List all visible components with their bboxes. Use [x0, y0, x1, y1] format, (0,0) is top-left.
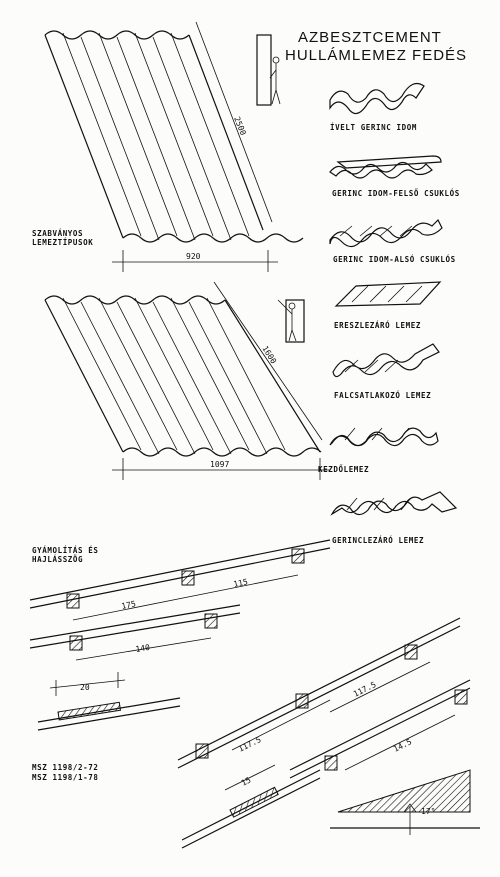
corrugated-sheet-top: [44, 21, 304, 243]
upper-dimension-b: 115: [233, 577, 249, 589]
standard-1: MSZ 1198/2-72: [32, 763, 99, 772]
angle-label: 17°: [421, 807, 435, 816]
bottom-width-dimension: [112, 458, 330, 480]
profile-icon-4: [334, 281, 442, 307]
steep-detail-dimension: 15: [240, 775, 253, 787]
small-detail-dimension: 20: [80, 683, 90, 692]
person-figure-2: [277, 299, 305, 343]
profile-icon-3: [329, 218, 443, 248]
profile-icon-7: [330, 491, 458, 516]
angle-indicator: [330, 769, 480, 835]
top-width-dimension: [112, 250, 278, 272]
title-line-1: AZBESZTCEMENT: [298, 29, 442, 46]
profile-label-7: GERINCLEZÁRÓ LEMEZ: [332, 536, 424, 545]
sheet-types-label-1: SZABVÁNYOS: [32, 229, 83, 238]
standard-2: MSZ 1198/1-78: [32, 773, 99, 782]
person-figure-1: [256, 34, 281, 106]
steep-dimension-c: 14.5: [392, 737, 413, 754]
profile-icon-5: [332, 343, 440, 378]
support-label-1: GYÁMOLÍTÁS ÉS: [32, 546, 99, 555]
profile-label-1: ÍVELT GERINC IDOM: [330, 123, 417, 132]
profile-label-5: FALCSATLAKOZÓ LEMEZ: [334, 391, 431, 400]
bottom-sheet-length: 1600: [260, 344, 278, 365]
sheet-types-label-2: LEMEZTÍPUSOK: [32, 238, 93, 247]
support-label-2: HAJLÁSSZÖG: [32, 555, 83, 564]
bottom-sheet-width: 1097: [210, 460, 229, 469]
support-beam-upper: [29, 539, 331, 621]
profile-icon-6: [329, 427, 439, 447]
steep-dimension-b: 117.5: [352, 680, 378, 699]
top-sheet-length: 2500: [232, 115, 248, 136]
corrugated-sheet-bottom: [44, 281, 323, 457]
support-beam-steep: [177, 617, 461, 769]
profile-label-2: GERINC IDOM-FELSŐ CSUKLÓS: [332, 189, 460, 198]
top-sheet-width: 920: [186, 252, 201, 261]
small-detail-right: [181, 764, 321, 849]
middle-dimension: 140: [135, 643, 151, 654]
profile-label-3: GERINC IDOM-ALSÓ CSUKLÓS: [333, 255, 456, 264]
support-beam-lower-steep: [289, 679, 471, 779]
profile-icon-2: [329, 155, 442, 179]
support-beam-middle: [29, 604, 241, 661]
title-line-2: HULLÁMLEMEZ FEDÉS: [285, 47, 467, 64]
upper-dimension-a: 175: [121, 599, 137, 611]
steep-dimension-a: 117.5: [237, 735, 263, 754]
profile-label-6: KEZDŐLEMEZ: [318, 465, 369, 474]
profile-label-4: ERESZLEZÁRÓ LEMEZ: [334, 321, 421, 330]
profile-icon-1: [329, 83, 425, 115]
small-detail-left: [37, 672, 181, 731]
